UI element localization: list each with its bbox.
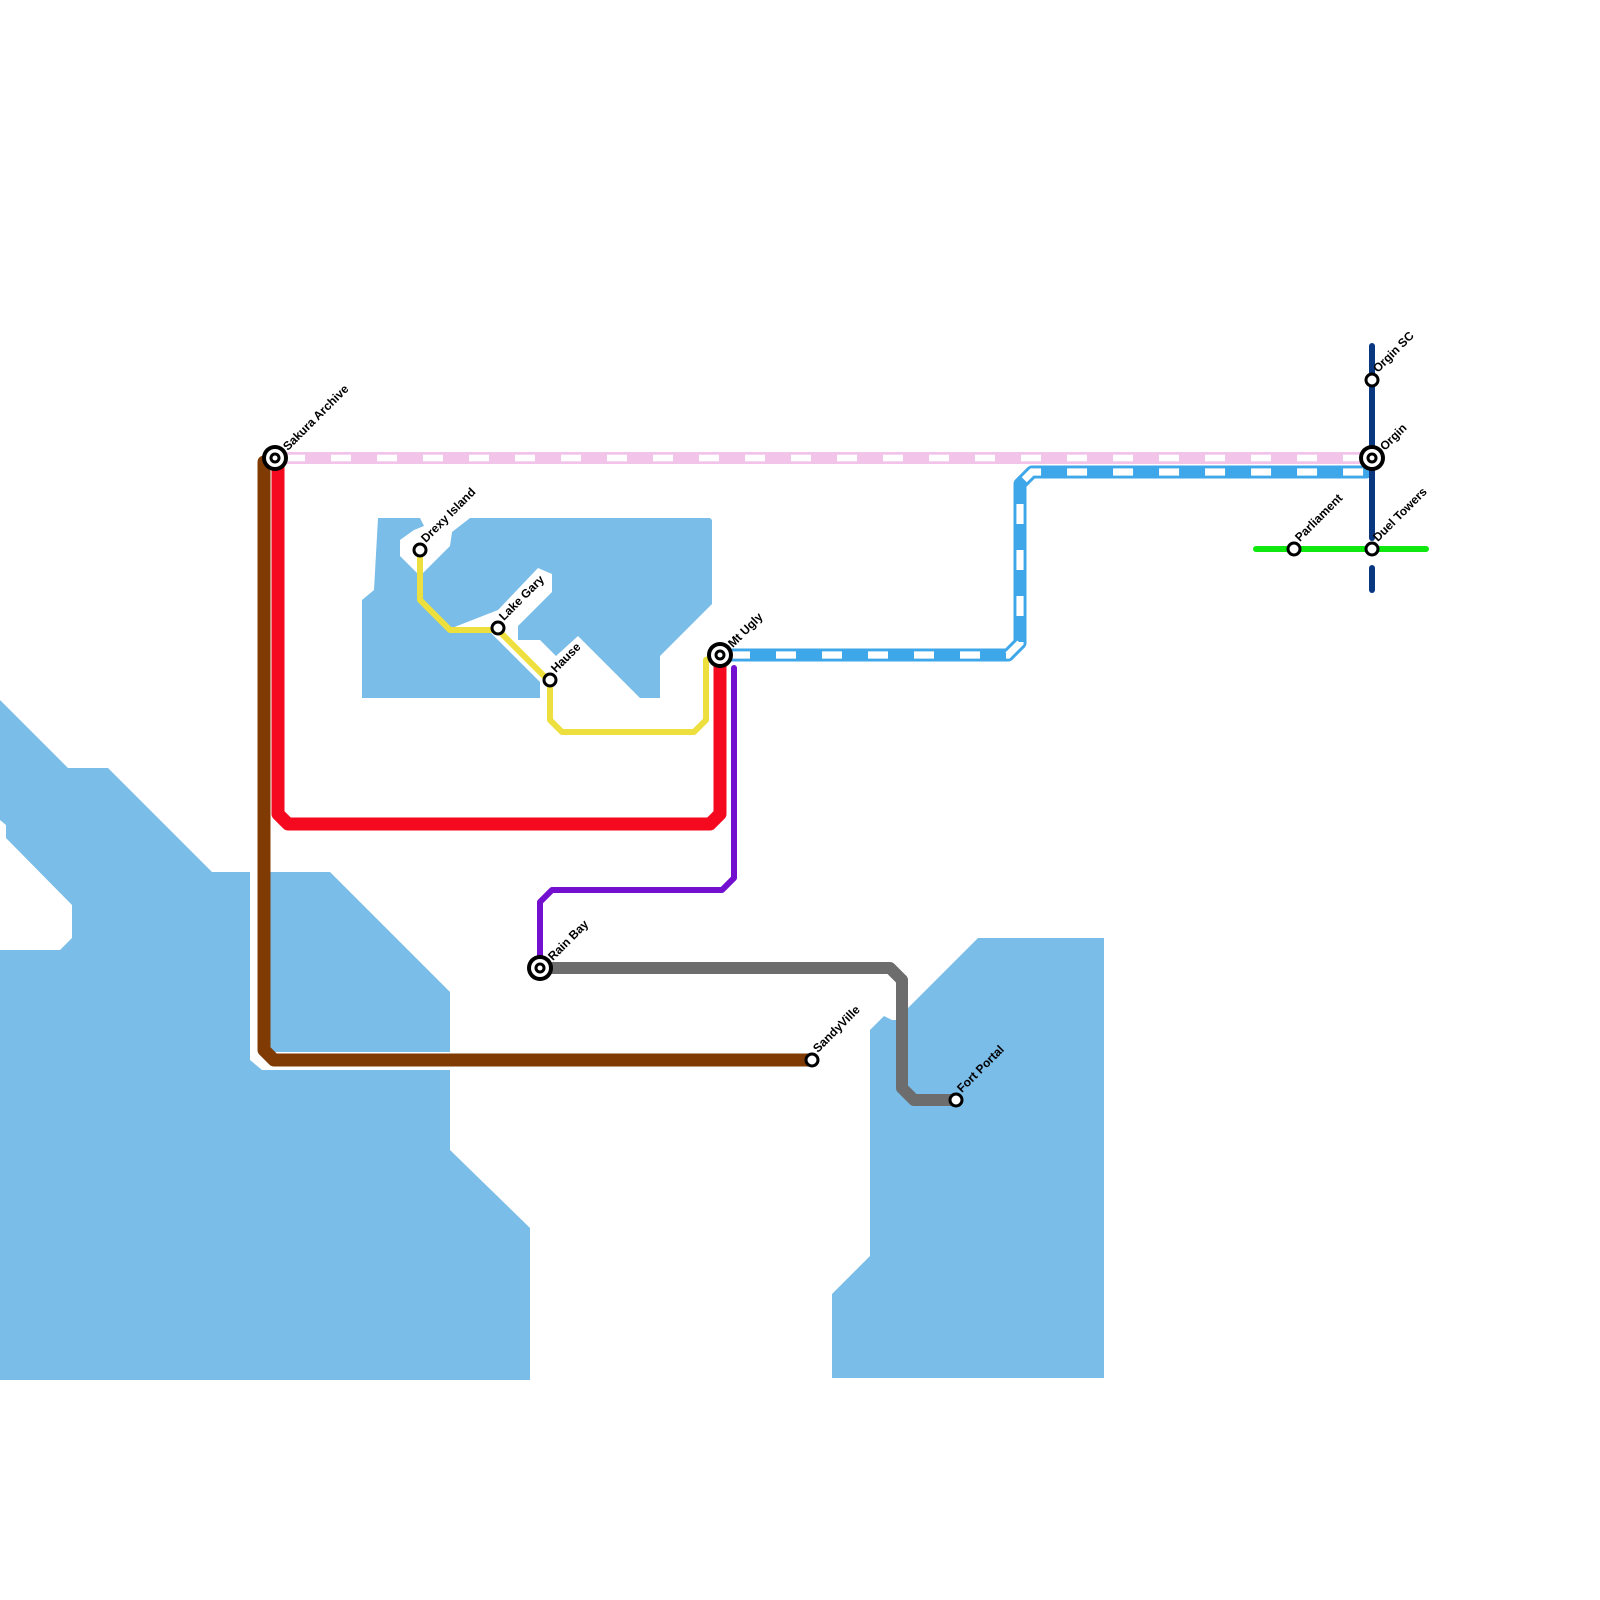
stop-icon xyxy=(1286,541,1302,557)
stop-icon xyxy=(804,1052,820,1068)
line-lightblue xyxy=(713,465,1373,662)
station-label: Mt Ugly xyxy=(725,610,766,651)
station-parliament[interactable]: Parliament xyxy=(1286,491,1345,557)
stop-icon xyxy=(542,672,558,688)
station-label: Orgin xyxy=(1377,421,1410,454)
station-label: Orgin SC xyxy=(1370,328,1417,375)
station-label: Parliament xyxy=(1292,491,1345,544)
stop-icon xyxy=(948,1092,964,1108)
line-lightblue-dash xyxy=(720,468,1366,659)
line-purple xyxy=(537,665,737,971)
station-duel-towers[interactable]: Duel Towers xyxy=(1364,484,1430,557)
station-sandyville[interactable]: SandyVille xyxy=(804,1002,863,1068)
water-body xyxy=(420,518,712,698)
stop-icon xyxy=(412,542,428,558)
water-body xyxy=(832,938,1104,1378)
line-grey xyxy=(534,962,962,1106)
lines-layer xyxy=(257,343,1429,1106)
water-body xyxy=(0,700,530,1380)
stop-icon xyxy=(1364,541,1380,557)
line-red xyxy=(271,455,727,831)
line-yellow xyxy=(417,549,723,735)
station-label: SandyVille xyxy=(810,1002,863,1055)
stop-icon xyxy=(490,620,506,636)
water-body xyxy=(362,518,540,698)
station-label: Sakura Archive xyxy=(280,382,352,454)
stop-icon xyxy=(1364,372,1380,388)
water-body xyxy=(270,872,450,1052)
station-label: Rain Bay xyxy=(545,917,591,963)
line-brown xyxy=(257,455,819,1067)
station-orgin[interactable]: Orgin xyxy=(1359,421,1410,471)
station-label: Duel Towers xyxy=(1370,484,1430,544)
